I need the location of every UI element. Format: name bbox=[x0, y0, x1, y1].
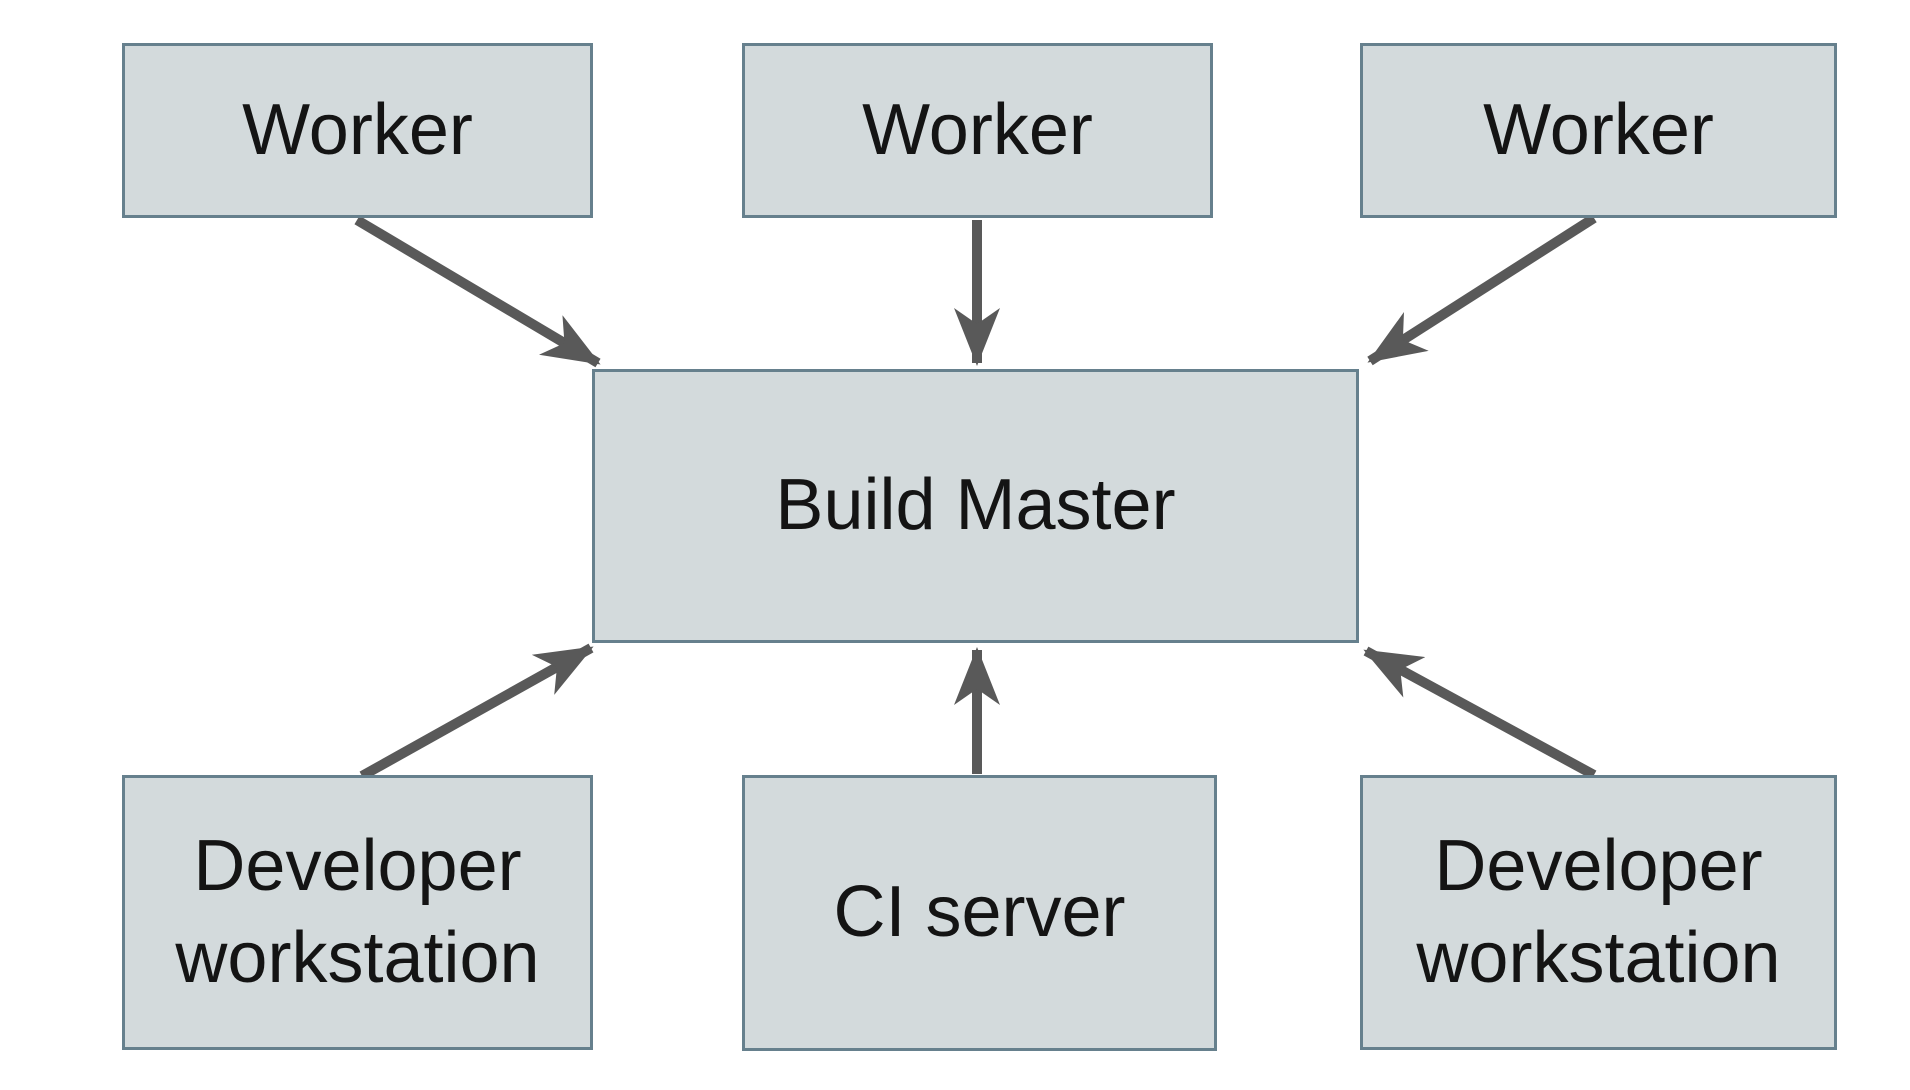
node-ci-server-label: CI server bbox=[833, 872, 1126, 953]
node-developer-workstation-left-label: Developer workstation bbox=[175, 826, 540, 998]
node-worker-1: Worker bbox=[122, 43, 593, 218]
node-build-master: Build Master bbox=[592, 369, 1359, 643]
node-developer-workstation-right: Developer workstation bbox=[1360, 775, 1837, 1050]
node-worker-3: Worker bbox=[1360, 43, 1837, 218]
node-build-master-label: Build Master bbox=[775, 465, 1176, 546]
node-developer-workstation-left: Developer workstation bbox=[122, 775, 593, 1050]
arrow-dev-workstation-left-to-build-master bbox=[359, 643, 594, 781]
node-worker-1-label: Worker bbox=[242, 89, 473, 170]
arrow-worker3-to-build-master bbox=[1367, 213, 1597, 366]
node-developer-workstation-right-label: Developer workstation bbox=[1416, 826, 1781, 998]
arrow-dev-workstation-right-to-build-master bbox=[1363, 646, 1597, 780]
node-worker-3-label: Worker bbox=[1483, 89, 1714, 170]
arrow-worker1-to-build-master bbox=[354, 215, 601, 368]
node-worker-2: Worker bbox=[742, 43, 1213, 218]
node-worker-2-label: Worker bbox=[862, 89, 1093, 170]
node-ci-server: CI server bbox=[742, 775, 1217, 1051]
